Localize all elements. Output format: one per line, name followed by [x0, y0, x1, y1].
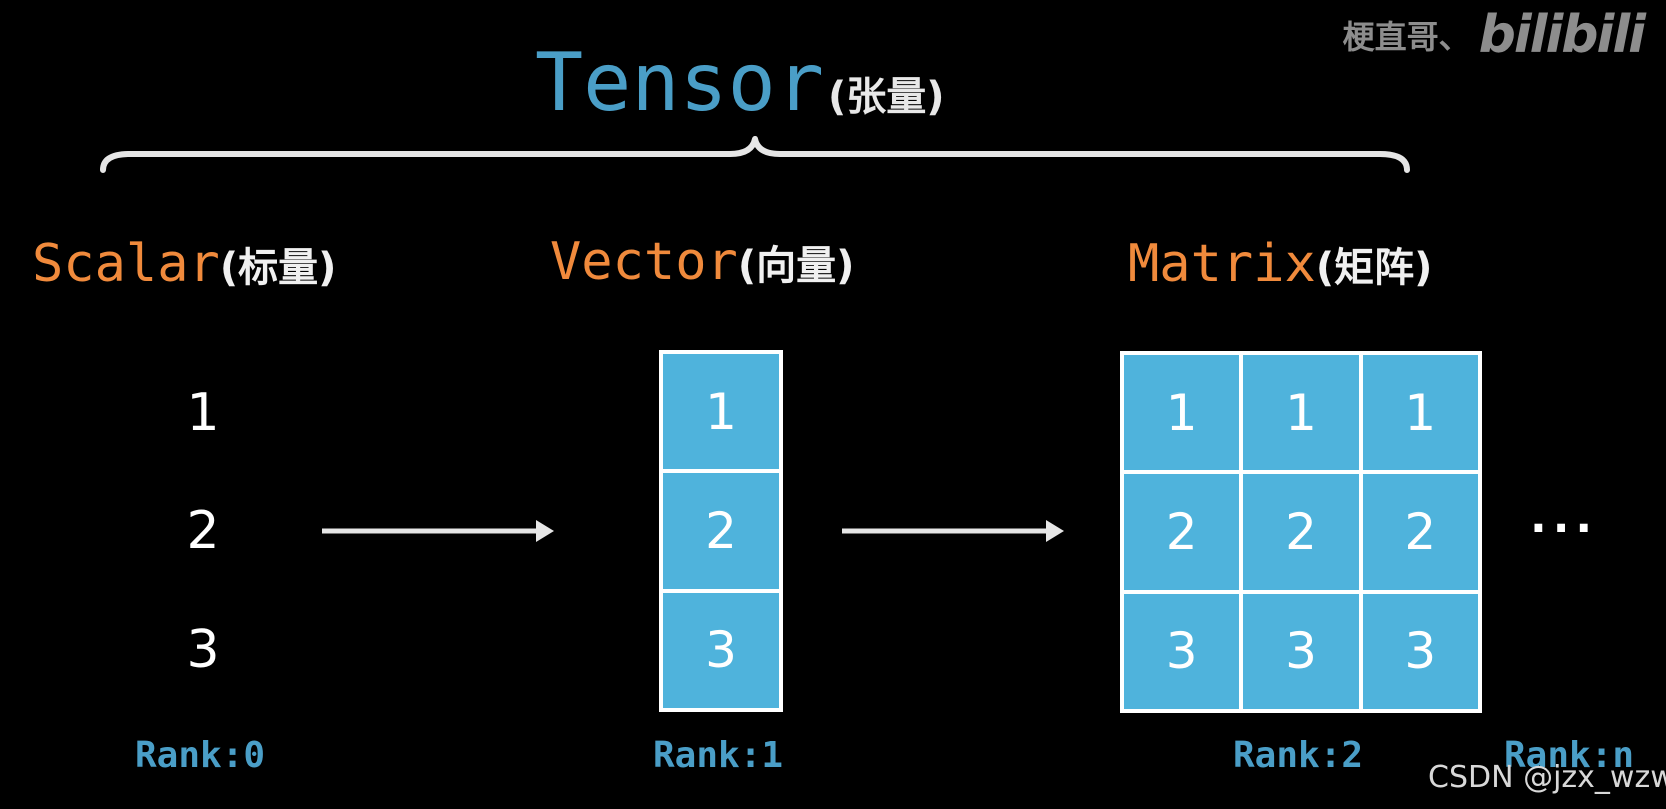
ellipsis: ...: [1530, 492, 1599, 543]
matrix-cell: 3: [1124, 593, 1240, 709]
bilibili-logo: bilibili: [1478, 5, 1646, 65]
curly-brace: [100, 136, 1410, 173]
vector-heading-sub: (向量): [737, 243, 855, 289]
watermark-author: 梗直哥、: [1342, 18, 1471, 56]
matrix-cell: 2: [1362, 474, 1478, 590]
vector-cell: 2: [663, 473, 779, 589]
vector-grid: 1 2 3: [659, 350, 783, 712]
matrix-cell: 1: [1124, 355, 1240, 471]
title-sub: (张量): [827, 74, 945, 120]
matrix-cell: 1: [1243, 355, 1359, 471]
scalar-heading-sub: (标量): [219, 245, 337, 291]
vector-cell: 3: [663, 592, 779, 708]
scalar-heading: Scalar (标量): [32, 234, 336, 304]
scalar-heading-main: Scalar: [32, 234, 220, 294]
diagram-title: Tensor (张量): [535, 36, 945, 136]
scalar-value: 3: [186, 620, 220, 680]
vector-heading-main: Vector: [550, 232, 738, 292]
matrix-heading-sub: (矩阵): [1315, 245, 1433, 291]
rank-label-vector: Rank:1: [653, 735, 784, 776]
matrix-cell: 2: [1124, 474, 1240, 590]
rank-label-n: Rank:n: [1504, 735, 1635, 776]
matrix-cell: 2: [1243, 474, 1359, 590]
vector-heading: Vector (向量): [550, 232, 854, 302]
scalar-value: 1: [186, 383, 220, 443]
csdn-credit: CSDN @jzx_wzw: [1428, 760, 1666, 795]
matrix-cell: 3: [1243, 593, 1359, 709]
scalar-value: 2: [186, 501, 220, 561]
matrix-cell: 3: [1362, 593, 1478, 709]
bilibili-watermark: 梗直哥、 bilibili: [1342, 0, 1646, 70]
vector-cell: 1: [663, 354, 779, 470]
arrow-right-icon: [322, 520, 554, 542]
matrix-heading: Matrix (矩阵): [1128, 234, 1432, 304]
rank-label-scalar: Rank:0: [135, 735, 266, 776]
matrix-grid: 1 1 1 2 2 2 3 3 3: [1120, 351, 1482, 713]
matrix-heading-main: Matrix: [1128, 234, 1316, 294]
matrix-cell: 1: [1362, 355, 1478, 471]
title-main: Tensor: [535, 36, 824, 129]
rank-label-matrix: Rank:2: [1233, 735, 1364, 776]
arrow-right-icon: [842, 520, 1064, 542]
